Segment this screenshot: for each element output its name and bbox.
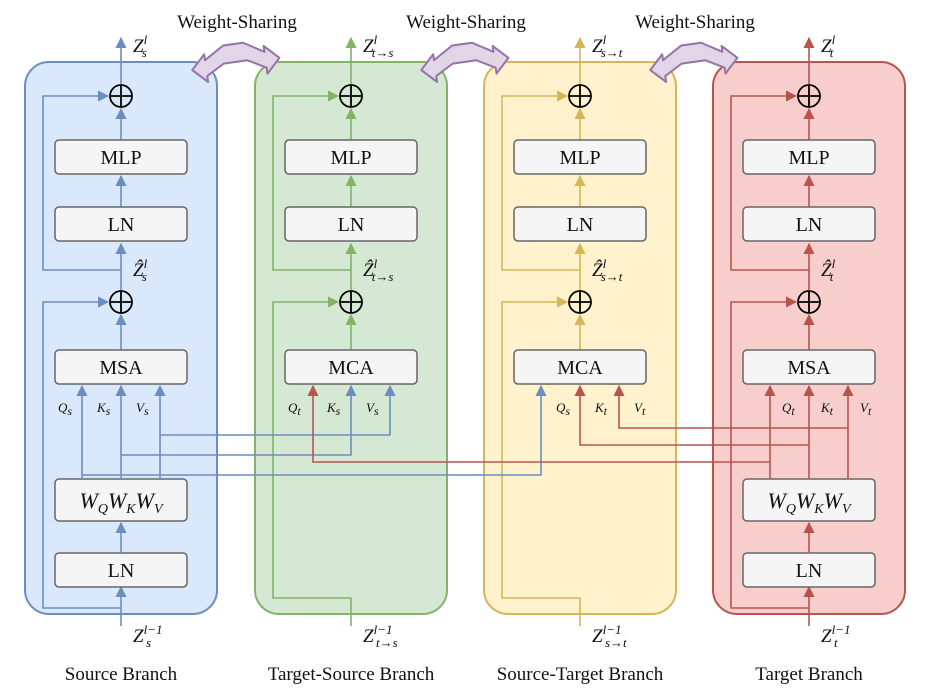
source-target-mlp-block [513,139,647,175]
target-ln-bottom-block-label: LN [796,560,823,582]
weight-sharing-arrow-3 [649,41,739,83]
source-target-attn-block [513,349,647,385]
source-target-ln-top-block-label: LN [567,214,594,236]
target-wqkv-block-label: WQWKWV [767,488,851,517]
source-target-oplus-top [568,84,592,108]
source-mlp-block [54,139,188,175]
source-branch-name: Source Branch [65,664,178,685]
source-v-label: Vs [136,400,149,418]
target-oplus-bottom [797,290,821,314]
target-ln-top-block [742,206,876,242]
target-branch-name: Target Branch [755,664,863,685]
weight-sharing-label-3: Weight-Sharing [635,12,755,33]
weight-sharing-label-1: Weight-Sharing [177,12,297,33]
target-source-mlp-block-label: MLP [330,147,371,169]
source-q-label: Qs [58,400,72,418]
source-target-oplus-bottom-cross [569,291,591,313]
source-oplus-bottom [109,290,133,314]
target-residual-top [730,90,809,271]
source-target-attn-block-label: MCA [557,357,603,379]
source-attn-block-label: MSA [99,357,143,379]
st-k-label: Kt [594,400,608,418]
weight-sharing-arrow-2 [420,41,510,83]
target-oplus-top-cross [798,85,820,107]
st-q-label: Qs [556,400,570,418]
target-attn-block [742,349,876,385]
source-residual-bottom [42,296,121,609]
target-source-residual-bottom [272,296,352,626]
source-residual-top [42,90,121,271]
target-oplus-bottom-cross [798,291,820,313]
source-ln-bottom-block-label: LN [108,560,135,582]
target-q-label: Qt [782,400,795,418]
source-oplus-top-cross [110,85,132,107]
target-source-oplus-top [339,84,363,108]
source-target-branch-name: Source-Target Branch [497,664,664,685]
source-v-to-ts [160,384,396,436]
target-v-label: Vt [860,400,872,418]
target-source-oplus-bottom [339,290,363,314]
source-target-residual-top [501,90,580,271]
target-source-branch-name: Target-Source Branch [268,664,435,685]
source-oplus-top [109,84,133,108]
target-k-label: Kt [820,400,834,418]
weight-sharing-label-2: Weight-Sharing [406,12,526,33]
source-target-ln-top-block [513,206,647,242]
target-source-ln-top-block-label: LN [338,214,365,236]
target-source-attn-block [284,349,418,385]
source-attn-block [54,349,188,385]
source-ln-top-block [54,206,188,242]
target-source-oplus-bottom-cross [340,291,362,313]
target-mlp-block-label: MLP [788,147,829,169]
source-target-oplus-top-cross [569,85,591,107]
target-oplus-top [797,84,821,108]
source-k-to-ts [121,384,357,456]
source-target-mlp-block-label: MLP [559,147,600,169]
target-ln-top-block-label: LN [796,214,823,236]
target-attn-block-label: MSA [787,357,831,379]
source-q-to-st [82,384,547,476]
weight-sharing-arrow-1 [191,41,281,83]
source-target-residual-bottom [501,296,581,626]
ts-q-label: Qt [288,400,301,418]
source-oplus-bottom-cross [110,291,132,313]
target-source-attn-block-label: MCA [328,357,374,379]
target-mlp-block [742,139,876,175]
source-ln-top-block-label: LN [108,214,135,236]
ts-k-label: Ks [326,400,341,418]
target-q-to-ts [307,384,770,463]
st-v-label: Vt [634,400,646,418]
target-source-oplus-top-cross [340,85,362,107]
target-v-to-st [613,384,848,429]
target-source-residual-top [272,90,351,271]
source-k-label: Ks [96,400,111,418]
ts-v-label: Vs [366,400,379,418]
target-residual-bottom [730,296,809,609]
target-source-ln-top-block [284,206,418,242]
target-source-mlp-block [284,139,418,175]
target-k-to-st [574,384,809,446]
source-wqkv-block-label: WQWKWV [79,488,163,517]
source-mlp-block-label: MLP [100,147,141,169]
source-target-oplus-bottom [568,290,592,314]
